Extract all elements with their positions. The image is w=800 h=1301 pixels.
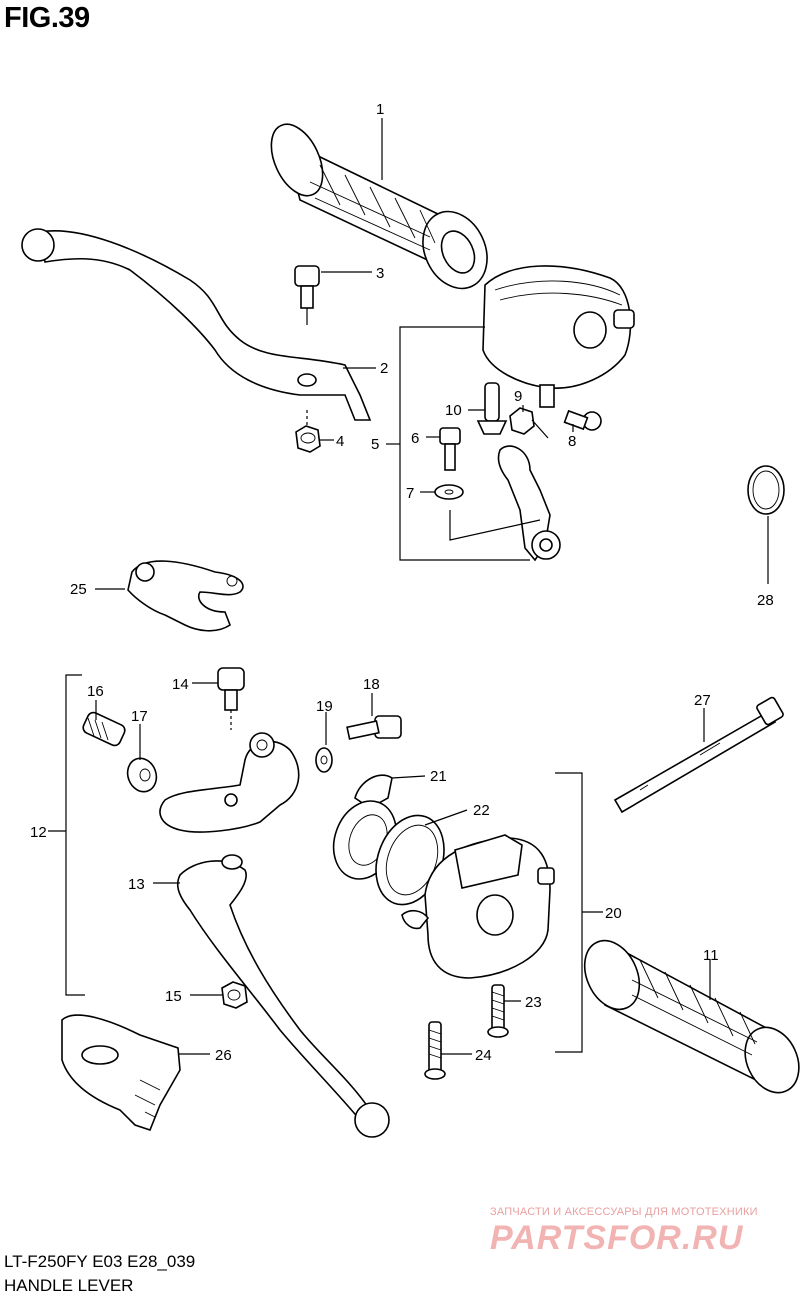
watermark-logo: PARTSFOR.RU <box>490 1219 744 1257</box>
nut-15 <box>221 981 248 1009</box>
screw-10 <box>476 382 508 435</box>
callout-23: 23 <box>525 994 542 1011</box>
callout-11: 11 <box>703 947 719 964</box>
adjuster-16 <box>82 711 126 747</box>
lock-nut-17 <box>126 757 158 793</box>
figure-title: FIG.39 <box>4 2 90 34</box>
clamp-21 <box>354 774 393 809</box>
callout-21: 21 <box>430 768 447 785</box>
leader-lines <box>48 118 711 1055</box>
callout-25: 25 <box>70 581 87 598</box>
nut-4 <box>295 410 321 453</box>
diagram-name: HANDLE LEVER <box>4 1276 134 1295</box>
callout-3: 3 <box>376 265 384 282</box>
bracket-25 <box>127 560 244 632</box>
grip-right <box>583 939 800 1094</box>
guard-26 <box>61 1014 181 1131</box>
bracket-20 <box>555 772 583 1053</box>
screw-23 <box>487 984 509 1038</box>
bracket-12 <box>65 674 85 996</box>
screw-24 <box>424 1021 446 1080</box>
callout-labels: 1 3 2 4 5 6 7 10 9 8 28 25 16 14 17 18 1… <box>30 101 774 1064</box>
lever-bracket <box>159 732 300 833</box>
callout-18: 18 <box>363 676 380 693</box>
callout-27: 27 <box>694 692 711 709</box>
washer-7 <box>434 484 464 500</box>
callout-13: 13 <box>128 876 145 893</box>
callout-28: 28 <box>757 592 774 609</box>
brake-lever-upper <box>21 228 372 421</box>
switch-housing-20 <box>401 834 555 979</box>
grip-left <box>270 123 488 290</box>
callout-17: 17 <box>131 708 148 725</box>
ring-22 <box>332 800 445 906</box>
strap-27 <box>613 696 784 814</box>
callout-5: 5 <box>371 436 379 453</box>
model-code: LT-F250FY E03 E28_039 <box>4 1252 196 1271</box>
callout-24: 24 <box>475 1047 492 1064</box>
callout-2: 2 <box>380 360 388 377</box>
pivot-bolt-3 <box>294 265 320 325</box>
callout-26: 26 <box>215 1047 232 1064</box>
callout-15: 15 <box>165 988 182 1005</box>
nut-9 <box>509 407 535 435</box>
callout-19: 19 <box>316 698 333 715</box>
bolt-18 <box>346 715 402 740</box>
callout-7: 7 <box>406 485 414 502</box>
callout-8: 8 <box>568 433 576 450</box>
watermark-tagline: ЗАПЧАСТИ И АКСЕССУАРЫ ДЛЯ МОТОТЕХНИКИ <box>490 1206 758 1218</box>
bolt-6 <box>439 427 461 471</box>
o-ring-28 <box>747 465 785 584</box>
callout-20: 20 <box>605 905 622 922</box>
washer-19 <box>315 747 333 773</box>
pivot-bolt-14 <box>217 667 245 730</box>
callout-14: 14 <box>172 676 189 693</box>
screw-8 <box>563 409 602 431</box>
callout-6: 6 <box>411 430 419 447</box>
callout-16: 16 <box>87 683 104 700</box>
callout-9: 9 <box>514 388 522 405</box>
callout-22: 22 <box>473 802 490 819</box>
lever-13 <box>176 854 390 1138</box>
throttle-housing-5 <box>482 265 635 408</box>
callout-10: 10 <box>445 402 462 419</box>
callout-4: 4 <box>336 433 344 450</box>
callout-12: 12 <box>30 824 47 841</box>
throttle-lever <box>497 445 561 562</box>
callout-1: 1 <box>376 101 384 118</box>
